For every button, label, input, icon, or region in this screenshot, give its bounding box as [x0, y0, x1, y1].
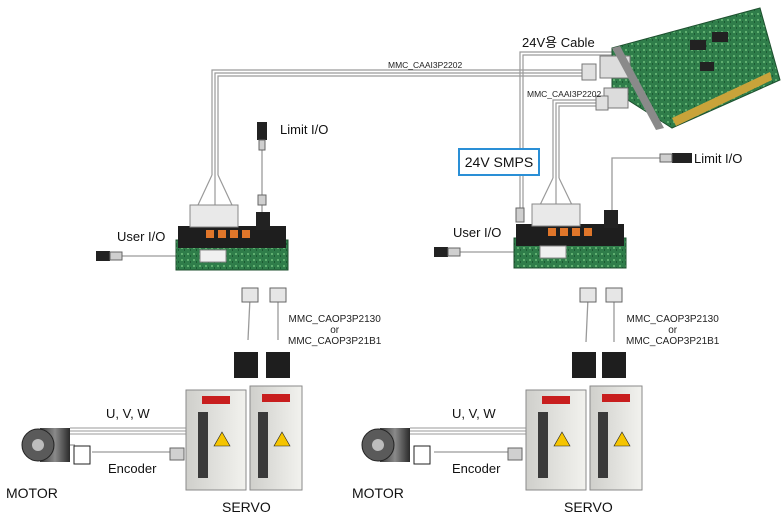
- cable-limit-io-right: [611, 157, 660, 212]
- servo-drive-right: [525, 385, 643, 491]
- label-caop-left-or: or: [330, 325, 340, 336]
- label-encoder-left: Encoder: [108, 461, 157, 476]
- label-caop-right-or: or: [668, 325, 678, 336]
- smps-box: 24V SMPS: [458, 148, 540, 176]
- terminal-board-left: [175, 204, 289, 271]
- cable-caop-right: [585, 297, 615, 343]
- label-user-io-left: User I/O: [117, 229, 166, 244]
- cable-caai-right: [539, 99, 600, 206]
- label-caop-right-2: MMC_CAOP3P21B1: [626, 336, 720, 347]
- cable-caop-left: [247, 297, 279, 341]
- caop-connectors-right: [572, 287, 626, 378]
- terminal-board-right: [513, 203, 627, 269]
- label-servo-left: SERVO: [222, 499, 271, 515]
- motion-controller-card: [599, 7, 781, 130]
- label-24v-cable: 24V용 Cable: [522, 35, 595, 50]
- limit-io-connector-right: [659, 153, 692, 163]
- user-io-connector-right: [434, 247, 461, 257]
- motor-right: [361, 428, 523, 465]
- user-io-connector-left: [96, 251, 123, 261]
- label-limit-io-right: Limit I/O: [694, 151, 743, 166]
- servo-drive-left: [185, 385, 303, 491]
- label-caai-right: MMC_CAAI3P2202: [527, 89, 602, 99]
- label-encoder-right: Encoder: [452, 461, 501, 476]
- label-caop-right: MMC_CAOP3P2130 or MMC_CAOP3P21B1: [626, 314, 719, 347]
- label-uvw-right: U, V, W: [452, 406, 496, 421]
- label-limit-io-left: Limit I/O: [280, 122, 329, 137]
- label-user-io-right: User I/O: [453, 225, 502, 240]
- label-motor-right: MOTOR: [352, 485, 404, 501]
- label-caop-left-1: MMC_CAOP3P2130: [288, 314, 381, 325]
- limit-io-connector-left: [257, 122, 267, 206]
- label-caai-top: MMC_CAAI3P2202: [388, 60, 463, 70]
- cable-uvw-left: [70, 427, 190, 435]
- cable-uvw-right: [410, 427, 530, 435]
- motor-left: [21, 428, 185, 465]
- cable-plug-top: [581, 63, 597, 81]
- cable-encoder-left: [70, 444, 170, 453]
- cable-plug-right: [595, 95, 609, 111]
- cable-caai-top: [197, 69, 588, 206]
- label-uvw-left: U, V, W: [106, 406, 150, 421]
- label-caop-left: MMC_CAOP3P2130 or MMC_CAOP3P21B1: [288, 314, 381, 347]
- label-caop-right-1: MMC_CAOP3P2130: [626, 314, 719, 325]
- label-servo-right: SERVO: [564, 499, 613, 515]
- label-caop-left-2: MMC_CAOP3P21B1: [288, 336, 382, 347]
- label-motor-left: MOTOR: [6, 485, 58, 501]
- caop-connectors-left: [234, 287, 290, 378]
